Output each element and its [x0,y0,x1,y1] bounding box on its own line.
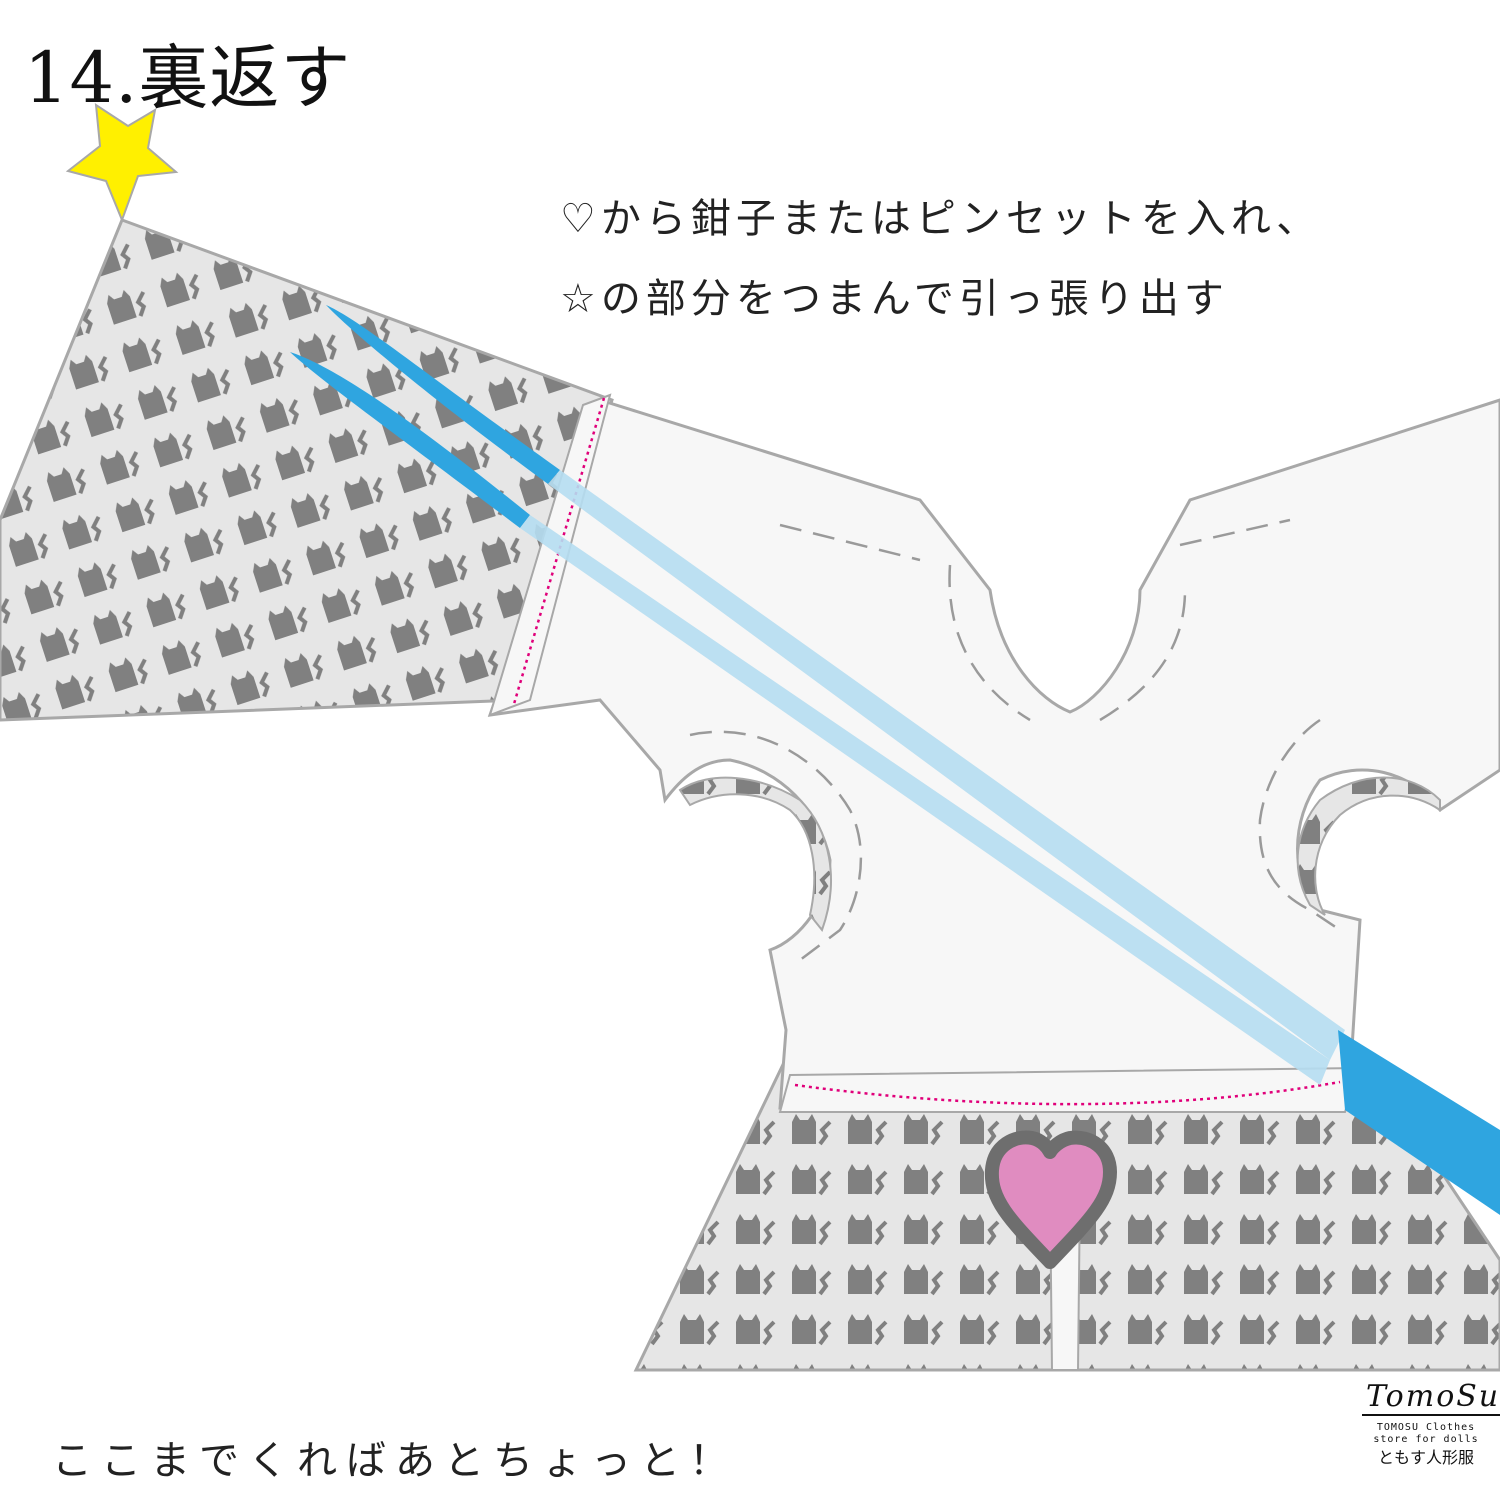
step-title: 14.裏返す [24,37,352,119]
star-marker-icon [65,103,179,223]
heart-marker-icon [984,1130,1117,1269]
instruction-line-1: ♡から鉗子またはピンセットを入れ、 [560,196,1322,242]
left-sleeve-print [0,218,614,722]
tweezers-icon [290,305,1500,1215]
waist-stitch-line [794,1080,1341,1106]
logo-line-3: ともす人形服 [1377,1448,1474,1467]
bodice-wrong-side [487,398,1500,1110]
waist-band [778,1066,1362,1113]
logo-line-2: store for dolls [1373,1434,1479,1445]
logo-mark: TomoSu [1362,1380,1500,1416]
footer-message: ここまでくればあとちょっと！ [52,1438,738,1484]
instruction-line-2: ☆の部分をつまんで引っ張り出す [560,276,1229,322]
logo-line-1: TOMOSU Clothes [1376,1422,1476,1433]
brand-logo: TomoSu TOMOSU Clothes store for dolls とも… [1362,1380,1500,1468]
sleeve-hem-band [488,393,612,717]
